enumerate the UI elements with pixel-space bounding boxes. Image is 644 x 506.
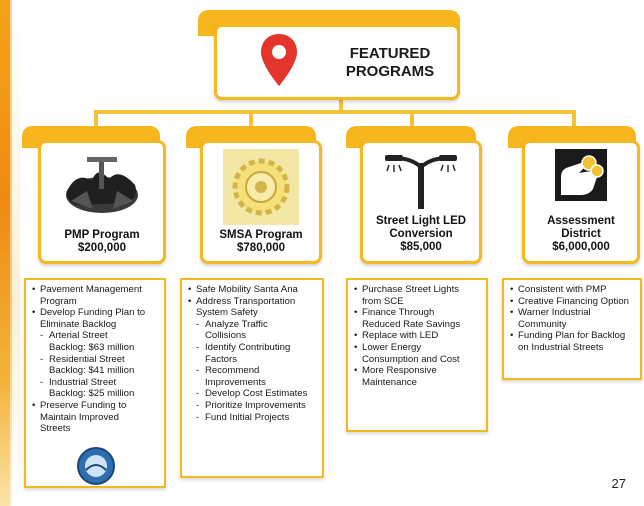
program-amount: $780,000 <box>237 242 285 254</box>
detail-item: on Industrial Streets <box>518 341 604 353</box>
program-card-pmp: PMP Program $200,000 <box>38 140 166 264</box>
program-name-streetlight: Street Light LED Conversion $85,000 <box>363 215 479 254</box>
detail-item: Consumption and Cost <box>362 353 460 365</box>
page-number: 27 <box>611 476 626 491</box>
detail-item: Collisions <box>205 330 247 342</box>
program-card-smsa: SMSA Program $780,000 <box>200 140 322 264</box>
detail-item: Arterial Street <box>32 330 160 342</box>
detail-item: Recommend <box>188 365 318 377</box>
detail-item: Pavement Management <box>32 284 160 296</box>
program-name-line-2: District <box>561 228 601 240</box>
detail-item: Analyze Traffic <box>188 319 318 331</box>
detail-item: Factors <box>205 353 237 365</box>
detail-item: Lower Energy <box>354 342 482 354</box>
title-box: FEATURED PROGRAMS <box>214 24 460 100</box>
gear-seal-icon <box>223 149 299 225</box>
detail-item: Purchase Street Lights <box>354 284 482 296</box>
program-name-smsa: SMSA Program $780,000 <box>203 229 319 255</box>
detail-item: Maintain Improved <box>40 411 119 423</box>
program-name-pmp: PMP Program $200,000 <box>41 229 163 255</box>
detail-list: Consistent with PMPCreative Financing Op… <box>504 280 640 356</box>
program-amount: $85,000 <box>400 241 442 253</box>
detail-item: Eliminate Backlog <box>40 318 117 330</box>
hand-coin-icon <box>555 149 607 201</box>
detail-item: Finance Through <box>354 307 482 319</box>
detail-item: Address Transportation <box>188 296 318 308</box>
program-amount: $200,000 <box>78 242 126 254</box>
detail-item: Develop Funding Plan to <box>32 307 160 319</box>
detail-item: Streets <box>40 423 71 435</box>
program-name-assessment: Assessment District $6,000,000 <box>525 215 637 254</box>
detail-item: Backlog: $41 million <box>49 365 135 377</box>
connector-bar <box>94 110 576 114</box>
detail-item: More Responsive <box>354 365 482 377</box>
detail-item: Identify Contributing <box>188 342 318 354</box>
map-pin-icon <box>261 34 297 86</box>
left-accent-glow <box>10 0 20 506</box>
connector-drop-2 <box>249 110 253 132</box>
program-details-pmp: Pavement ManagementProgramDevelop Fundin… <box>24 278 166 488</box>
detail-item: Funding Plan for Backlog <box>510 330 636 342</box>
detail-item: Replace with LED <box>354 330 482 342</box>
detail-item: Industrial Street <box>32 377 160 389</box>
road-seal-icon <box>66 157 138 213</box>
city-seal-icon <box>77 447 115 485</box>
detail-list: Safe Mobility Santa AnaAddress Transport… <box>182 280 322 425</box>
detail-item: Develop Cost Estimates <box>188 388 318 400</box>
detail-item: Community <box>518 318 567 330</box>
street-light-icon <box>385 155 457 209</box>
detail-item: Preserve Funding to <box>32 400 160 412</box>
program-amount: $6,000,000 <box>552 241 610 253</box>
connector-drop-3 <box>410 110 414 132</box>
detail-item: Program <box>40 295 77 307</box>
program-name-line-2: Conversion <box>389 228 453 240</box>
program-card-streetlight: Street Light LED Conversion $85,000 <box>360 140 482 264</box>
detail-item: Improvements <box>205 376 266 388</box>
program-details-smsa: Safe Mobility Santa AnaAddress Transport… <box>180 278 324 478</box>
title-line-2: PROGRAMS <box>345 63 435 80</box>
program-name-line-1: Street Light LED <box>375 215 467 227</box>
detail-item: Warner Industrial <box>510 307 636 319</box>
detail-item: Fund Initial Projects <box>188 412 318 424</box>
program-details-assessment: Consistent with PMPCreative Financing Op… <box>502 278 642 380</box>
detail-list: Pavement ManagementProgramDevelop Fundin… <box>26 280 164 437</box>
detail-item: Backlog: $63 million <box>49 341 135 353</box>
detail-item: Residential Street <box>32 354 160 366</box>
program-name-line-1: PMP Program <box>64 229 140 241</box>
detail-item: Reduced Rate Savings <box>362 318 461 330</box>
detail-item: Maintenance <box>362 376 417 388</box>
title-line-1: FEATURED <box>349 45 431 62</box>
detail-item: Backlog: $25 million <box>49 388 135 400</box>
detail-item: Prioritize Improvements <box>188 400 318 412</box>
detail-item: Safe Mobility Santa Ana <box>188 284 318 296</box>
page-title: FEATURED PROGRAMS <box>325 45 455 81</box>
connector-trunk <box>339 96 343 112</box>
detail-item: Consistent with PMP <box>510 284 636 296</box>
program-name-line-1: SMSA Program <box>219 229 303 241</box>
program-name-line-1: Assessment <box>547 215 615 227</box>
detail-item: System Safety <box>196 307 258 319</box>
left-accent-band <box>0 0 12 506</box>
connector-drop-4 <box>572 110 576 132</box>
program-card-assessment: Assessment District $6,000,000 <box>522 140 640 264</box>
connector-drop-1 <box>94 110 98 132</box>
detail-item: Creative Financing Option <box>510 296 636 308</box>
detail-item: from SCE <box>362 295 404 307</box>
